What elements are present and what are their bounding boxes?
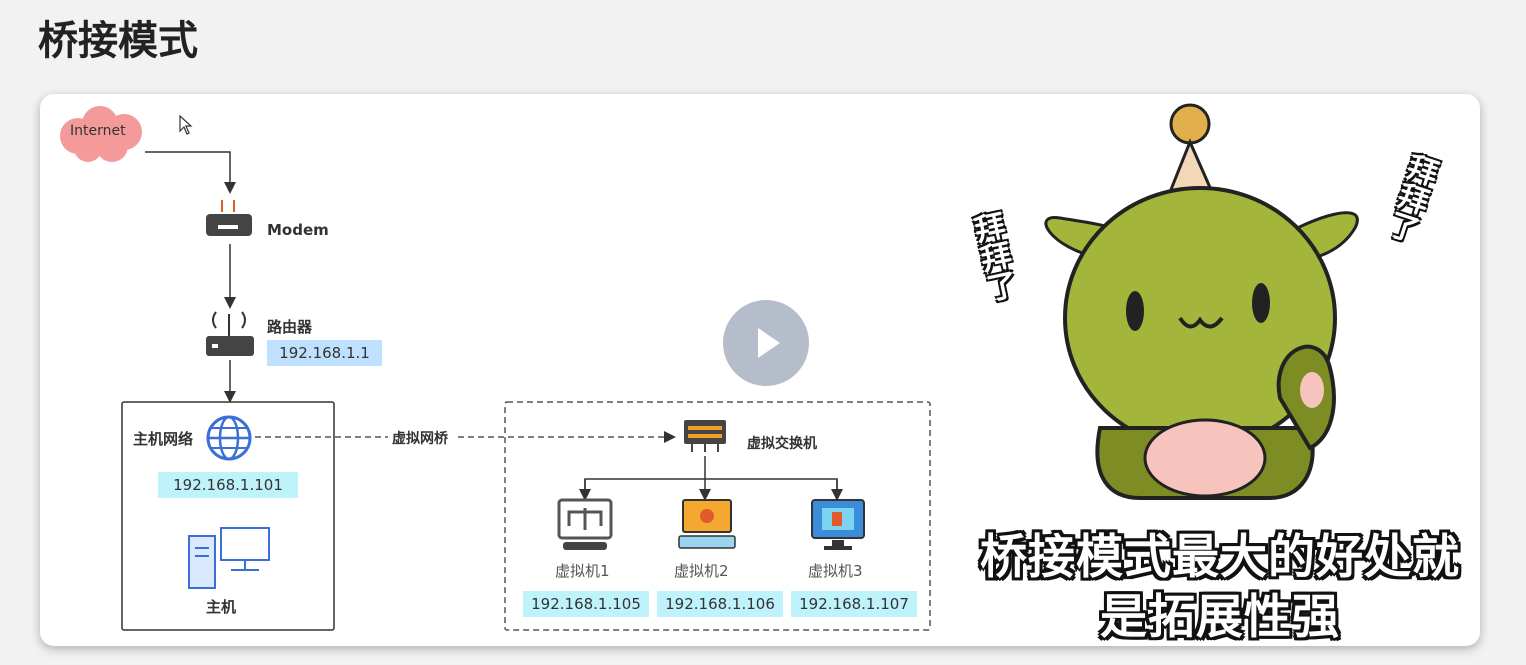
router-ip: 192.168.1.1 [267,340,382,366]
vm2-monitor-icon [678,499,736,549]
globe-icon [206,415,252,461]
host-label: 主机 [206,598,237,616]
diagram-lines [121,151,931,631]
side-text-left: 拜拜了 [966,209,1019,305]
vm3-ip: 192.168.1.107 [791,591,917,617]
side-text-right: 拜拜了 [1379,148,1442,246]
router-icon [206,311,254,356]
switch-icon [684,420,726,452]
bridge-label: 虚拟网桥 [392,431,448,447]
mouse-cursor-icon [179,114,193,135]
vm2-label: 虚拟机2 [674,562,729,580]
modem-label: Modem [267,221,329,239]
vm1-ip: 192.168.1.105 [523,591,649,617]
host-network-label: 主机网络 [133,430,194,448]
vm3-monitor-icon [811,499,865,550]
vswitch-label: 虚拟交换机 [747,436,817,452]
video-frame[interactable]: Internet Modem 路由器 192.168.1.1 主机网络 192.… [40,94,1480,646]
mascot-sticker [1044,103,1359,500]
vm2-ip: 192.168.1.106 [657,591,783,617]
vm1-label: 虚拟机1 [555,562,610,580]
cloud-icon [60,106,142,162]
internet-label: Internet [70,123,126,139]
router-label: 路由器 [267,318,313,336]
vm3-label: 虚拟机3 [808,562,863,580]
caption-line-1: 桥接模式最大的好处就 [980,530,1460,585]
caption-line-2: 是拓展性强 [1100,590,1340,645]
host-network-ip: 192.168.1.101 [158,472,298,498]
computer-icon [188,527,270,589]
vm1-monitor-icon [557,498,613,550]
play-icon[interactable] [723,300,809,386]
page-title: 桥接模式 [38,18,198,64]
modem-icon [206,200,252,236]
